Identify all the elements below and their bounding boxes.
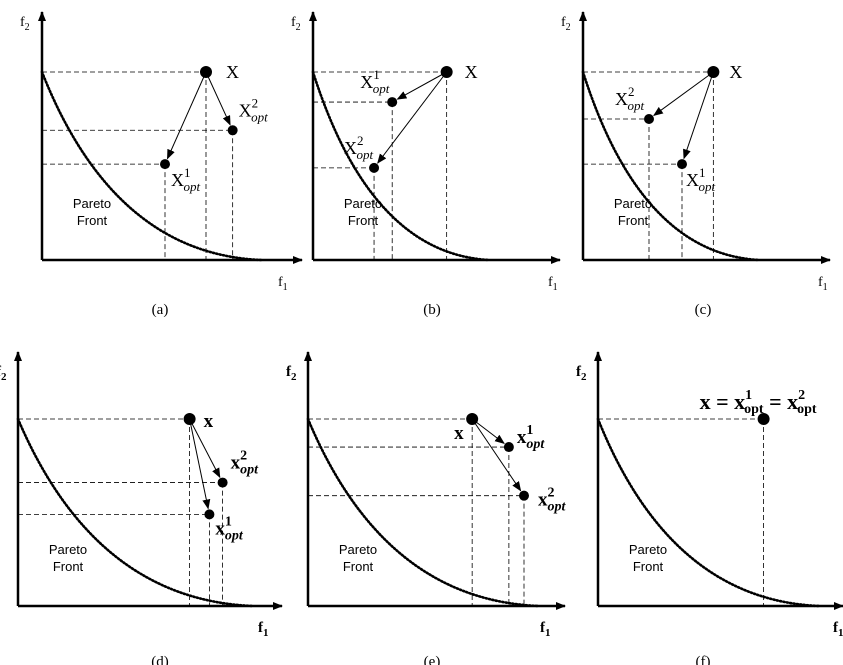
point-opt2 — [519, 490, 529, 501]
label-x: X — [465, 62, 478, 82]
label-x: X — [226, 62, 239, 82]
pareto-front-curve — [311, 70, 491, 262]
pareto-front-label: Pareto — [73, 196, 111, 211]
pareto-front-label: Front — [618, 213, 649, 228]
panel-caption: (c) — [695, 302, 712, 318]
pareto-front-label: Pareto — [339, 542, 377, 557]
x-axis-label: f1 — [818, 275, 828, 293]
y-axis-label: f2 — [0, 364, 7, 383]
label-x: x — [454, 423, 464, 444]
pareto-front-label: Pareto — [614, 196, 652, 211]
arrow-to-opt1 — [396, 71, 447, 100]
y-axis-label: f2 — [576, 364, 587, 383]
pareto-front-curve — [40, 70, 263, 262]
label-x: x — [204, 411, 214, 432]
point-x — [757, 413, 770, 425]
arrow-to-opt1 — [166, 71, 207, 160]
y-axis-label: f2 — [561, 15, 571, 33]
y-axis-label: f2 — [20, 15, 30, 33]
pareto-front-curve — [306, 417, 541, 608]
panel-caption: (d) — [151, 654, 169, 665]
point-opt2 — [644, 114, 654, 124]
panel-caption: (e) — [424, 654, 441, 665]
pareto-front-label: Front — [633, 559, 664, 574]
arrow-to-opt1 — [471, 418, 505, 445]
x-axis-label: f1 — [278, 275, 288, 293]
pareto-front-label: Front — [53, 559, 84, 574]
panel-caption: (a) — [152, 302, 169, 318]
panel-caption: (b) — [423, 302, 441, 318]
panel-caption: (f) — [696, 654, 711, 665]
point-opt1 — [160, 159, 170, 170]
pareto-front-label: Pareto — [629, 542, 667, 557]
pareto-front-curve — [16, 417, 255, 608]
point-opt2 — [227, 125, 238, 136]
y-axis-label: f2 — [291, 15, 301, 33]
point-opt1 — [204, 509, 215, 520]
arrow-to-opt2 — [377, 71, 448, 164]
pareto-front-label: Front — [343, 559, 374, 574]
point-opt1 — [387, 97, 398, 108]
point-opt2 — [369, 162, 380, 173]
pareto-front-label: Front — [77, 213, 108, 228]
label-x: X — [729, 62, 742, 82]
y-axis-label: f2 — [286, 364, 297, 383]
pareto-front-label: Front — [348, 213, 379, 228]
x-axis-label: f1 — [548, 275, 558, 293]
point-opt1 — [677, 159, 687, 170]
x-axis-label: f1 — [540, 620, 551, 639]
pareto-front-curve — [596, 417, 821, 608]
arrow-to-opt1 — [683, 71, 714, 160]
point-opt1 — [503, 442, 514, 453]
arrow-to-opt2 — [471, 418, 522, 492]
pareto-front-label: Pareto — [344, 196, 382, 211]
x-axis-label: f1 — [258, 620, 269, 639]
arrow-to-opt2 — [653, 71, 714, 117]
pareto-front-curve — [581, 70, 761, 262]
arrow-to-opt1 — [189, 418, 211, 510]
arrow-to-opt2 — [205, 71, 231, 126]
arrow-to-opt2 — [189, 418, 221, 479]
pareto-front-label: Pareto — [49, 542, 87, 557]
point-opt2 — [217, 477, 228, 488]
x-axis-label: f1 — [833, 620, 843, 639]
